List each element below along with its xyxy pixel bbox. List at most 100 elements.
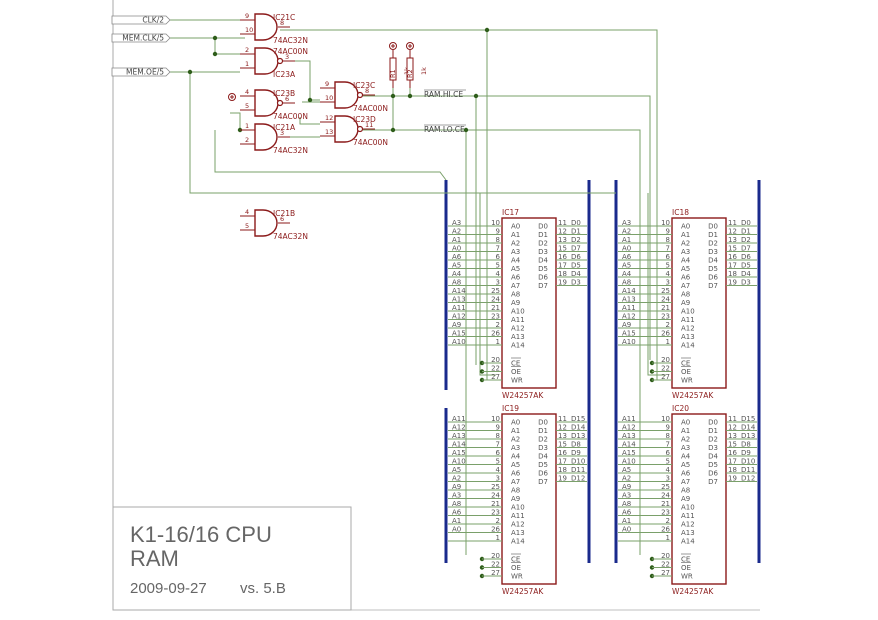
addr-pin-label: A0 bbox=[681, 419, 690, 427]
addr-net-label: A9 bbox=[452, 483, 461, 491]
data-pin-label: D3 bbox=[538, 444, 548, 452]
data-net-label: D6 bbox=[741, 253, 751, 261]
data-pin-num: 15 bbox=[558, 245, 567, 253]
addr-pin-num: 4 bbox=[666, 466, 671, 474]
data-net-label: D3 bbox=[741, 279, 751, 287]
gate-ic21c-pin1: 9 bbox=[245, 12, 249, 20]
data-net-label: D12 bbox=[741, 475, 755, 483]
gate-ic21c-body bbox=[254, 13, 278, 41]
chip-ic18-ref: IC18 bbox=[672, 208, 689, 217]
data-pin-num: 16 bbox=[558, 449, 567, 457]
data-pin-label: D1 bbox=[708, 231, 718, 239]
addr-pin-label: A3 bbox=[511, 248, 520, 256]
addr-net-label: A6 bbox=[622, 509, 632, 517]
ctrl-pin-label: CE bbox=[511, 556, 520, 564]
gate-ic21c-pin3: 8 bbox=[280, 19, 284, 27]
ctrl-pin-num: 20 bbox=[491, 356, 500, 364]
addr-pin-num: 21 bbox=[661, 304, 670, 312]
data-net-label: D2 bbox=[741, 236, 751, 244]
gate-ic23d-pin2: 13 bbox=[325, 128, 333, 136]
data-pin-label: D0 bbox=[538, 223, 548, 231]
data-pin-num: 12 bbox=[728, 228, 737, 236]
addr-pin-label: A6 bbox=[681, 470, 691, 478]
data-pin-num: 17 bbox=[728, 262, 737, 270]
addr-pin-label: A10 bbox=[681, 308, 695, 316]
data-pin-label: D6 bbox=[538, 274, 548, 282]
addr-net-label: A12 bbox=[622, 313, 636, 321]
addr-pin-num: 5 bbox=[496, 458, 500, 466]
gate-ic21b-ref: IC21B bbox=[273, 209, 295, 218]
addr-pin-num: 8 bbox=[496, 432, 500, 440]
addr-pin-label: A1 bbox=[511, 231, 520, 239]
addr-pin-label: A6 bbox=[511, 470, 521, 478]
addr-pin-num: 5 bbox=[496, 262, 500, 270]
addr-pin-label: A1 bbox=[681, 231, 690, 239]
addr-net-label: A8 bbox=[622, 279, 631, 287]
addr-net-label: A2 bbox=[452, 228, 461, 236]
signal-label: RAM.HI.CE bbox=[424, 90, 463, 99]
addr-pin-num: 8 bbox=[666, 236, 670, 244]
addr-net-label: A5 bbox=[452, 262, 461, 270]
gate-ic21a-pin1: 1 bbox=[245, 122, 249, 130]
junction-dot bbox=[187, 69, 193, 75]
addr-net-label: A13 bbox=[622, 432, 636, 440]
addr-pin-num: 25 bbox=[491, 287, 500, 295]
addr-net-label: A12 bbox=[622, 424, 636, 432]
gate-ic23a-pin2: 1 bbox=[245, 60, 249, 68]
addr-pin-num: 23 bbox=[491, 509, 500, 517]
misc-parts: CLK/2MEM.CLK/5MEM.OE/5R11kR21kRAM.HI.CER… bbox=[111, 16, 466, 134]
addr-net-label: A6 bbox=[452, 253, 462, 261]
addr-net-label: A11 bbox=[452, 415, 466, 423]
data-net-label: D14 bbox=[741, 424, 756, 432]
chip-ic19-body bbox=[501, 413, 557, 585]
data-pin-num: 15 bbox=[728, 441, 737, 449]
addr-pin-num: 9 bbox=[496, 228, 500, 236]
addr-pin-label: A5 bbox=[681, 461, 690, 469]
wire-oe-ic17 bbox=[479, 193, 496, 376]
addr-pin-label: A1 bbox=[681, 427, 690, 435]
wire-lo-ce bbox=[350, 129, 641, 555]
addr-net-label: A9 bbox=[622, 483, 631, 491]
data-pin-num: 11 bbox=[558, 415, 567, 423]
addr-net-label: A3 bbox=[622, 492, 631, 500]
data-net-label: D4 bbox=[741, 270, 751, 278]
ctrl-pin-label: OE bbox=[681, 368, 691, 376]
addr-pin-num: 25 bbox=[661, 287, 670, 295]
data-pin-label: D2 bbox=[538, 240, 548, 248]
title-text: K1-16/16 CPU bbox=[130, 522, 272, 547]
data-pin-label: D5 bbox=[708, 461, 718, 469]
addr-pin-num: 1 bbox=[666, 534, 670, 542]
addr-pin-num: 1 bbox=[496, 534, 500, 542]
data-pin-num: 19 bbox=[728, 279, 737, 287]
data-pin-label: D1 bbox=[538, 231, 548, 239]
addr-net-label: A1 bbox=[622, 517, 631, 525]
addr-pin-num: 9 bbox=[666, 228, 670, 236]
data-pin-label: D3 bbox=[708, 444, 718, 452]
addr-pin-num: 7 bbox=[496, 441, 500, 449]
addr-net-label: A2 bbox=[622, 228, 631, 236]
gate-ic23d-ref: IC23D bbox=[353, 115, 376, 124]
addr-pin-num: 2 bbox=[666, 321, 670, 329]
date-text: 2009-09-27 bbox=[130, 580, 207, 597]
data-pin-num: 11 bbox=[728, 415, 737, 423]
addr-net-label: A8 bbox=[452, 279, 461, 287]
port-mem-clk-5-label: MEM.CLK/5 bbox=[122, 34, 164, 43]
addr-pin-label: A14 bbox=[511, 538, 525, 546]
addr-net-label: A1 bbox=[452, 517, 461, 525]
gate-ic23c-pin2: 10 bbox=[325, 94, 333, 102]
addr-pin-num: 6 bbox=[666, 253, 671, 261]
addr-pin-label: A0 bbox=[681, 223, 690, 231]
ctrl-pin-label: CE bbox=[681, 360, 690, 368]
data-pin-num: 15 bbox=[728, 245, 737, 253]
gate-ic21a-ref: IC21A bbox=[273, 123, 296, 132]
addr-pin-num: 23 bbox=[661, 313, 670, 321]
data-pin-num: 19 bbox=[728, 475, 737, 483]
data-pin-num: 13 bbox=[558, 236, 567, 244]
addr-pin-num: 3 bbox=[496, 279, 500, 287]
data-pin-num: 19 bbox=[558, 279, 567, 287]
addr-pin-label: A3 bbox=[681, 444, 690, 452]
resistor-ref: R1 bbox=[389, 69, 397, 78]
